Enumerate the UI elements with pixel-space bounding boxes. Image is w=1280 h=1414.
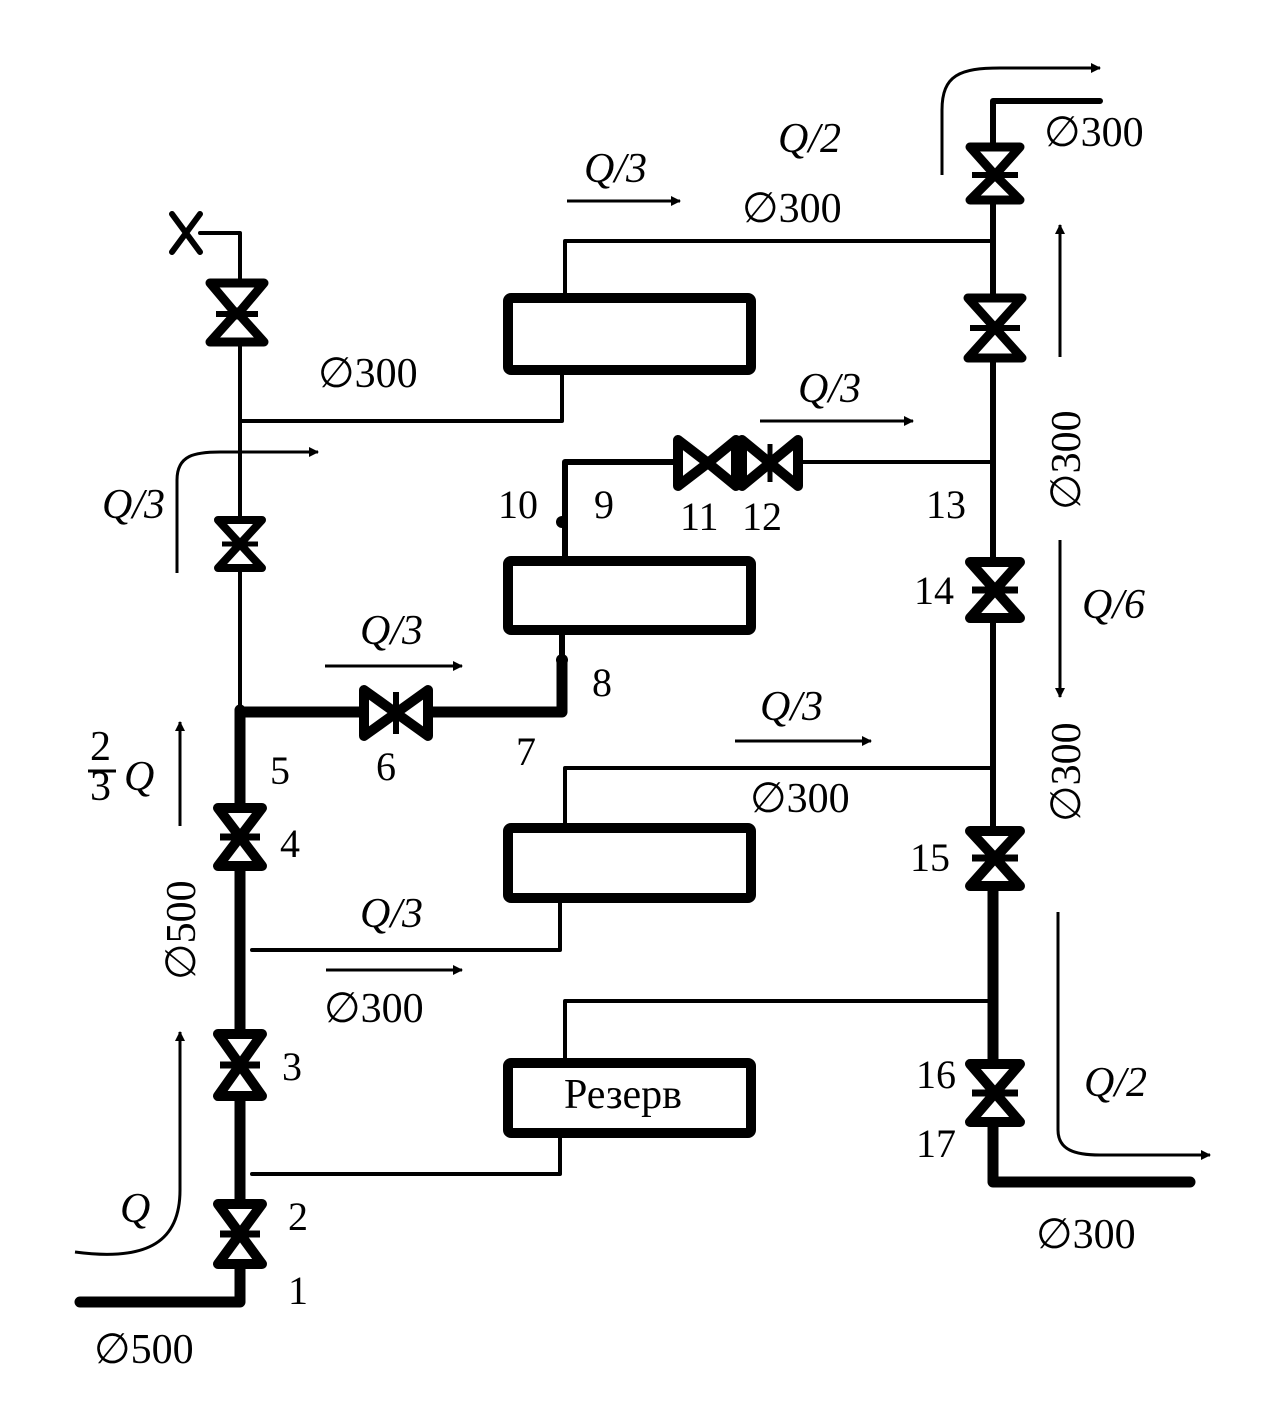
num-1: 1 (288, 1268, 308, 1313)
num-11: 11 (680, 494, 719, 539)
junction-8 (556, 654, 568, 666)
flow-bottom-half: Q/2 (1084, 1060, 1147, 1106)
valve-12 (737, 435, 803, 491)
dia-right-lower: ∅300 (1044, 722, 1090, 822)
flow-valve6-third: Q/3 (360, 608, 423, 654)
dia-top-left: ∅300 (318, 351, 418, 397)
flow-valve11-third: Q/3 (798, 366, 861, 412)
vessels: Резерв (503, 293, 756, 1138)
vessel-2 (503, 556, 756, 635)
dia-bottom-outlet: ∅300 (1036, 1212, 1136, 1258)
flow-top-third: Q/3 (584, 146, 647, 192)
vessel-1 (503, 293, 756, 375)
dia-top: ∅300 (742, 186, 842, 232)
pipe-network (74, 98, 1196, 1308)
valve-14 (965, 557, 1025, 623)
valve-16 (965, 1059, 1025, 1127)
num-13: 13 (926, 482, 966, 527)
flow-left-third: Q/3 (102, 482, 165, 528)
dia-main: ∅500 (159, 880, 205, 980)
flow-sixth: Q/6 (1082, 582, 1145, 628)
lower-left-branch (250, 898, 562, 952)
inlet-pipe (74, 1262, 246, 1308)
valve-6 (359, 685, 433, 741)
dia-mid: ∅300 (750, 776, 850, 822)
left-upper-valve (214, 516, 266, 572)
mid-right-branch (563, 766, 995, 828)
num-10: 10 (498, 482, 538, 527)
num-15: 15 (910, 835, 950, 880)
vent-pipe (198, 231, 242, 282)
junction-10 (556, 516, 568, 528)
reserve-left-branch (250, 1132, 562, 1176)
valve-2 (213, 1199, 267, 1269)
flow-two-thirds-num: 2 (90, 724, 111, 770)
flow-labels: Q 2 3 Q Q/3 Q/3 Q/2 Q/3 Q/3 Q/3 Q/3 Q/6 … (88, 116, 1147, 1232)
diameter-labels: ∅500 ∅500 ∅300 ∅300 ∅300 ∅300 ∅300 ∅300 … (94, 110, 1144, 1373)
bottom-outlet-arrow (1056, 912, 1211, 1160)
right-top-valve (965, 142, 1025, 205)
flow-top-half: Q/2 (778, 116, 841, 162)
reserve-label: Резерв (564, 1072, 682, 1118)
inlet-flow-arrow (74, 1031, 185, 1256)
flow-inlet: Q (120, 1186, 150, 1232)
left-third-arrow (175, 447, 319, 573)
reserve-right-branch (563, 999, 995, 1064)
flow-arrows (74, 63, 1211, 1256)
num-12: 12 (742, 494, 782, 539)
num-6: 6 (376, 744, 396, 789)
num-14: 14 (914, 568, 954, 613)
vessel2-top-stub (562, 459, 679, 563)
valve-3 (213, 1029, 267, 1101)
dia-top-outlet: ∅300 (1044, 110, 1144, 156)
num-2: 2 (288, 1194, 308, 1239)
num-17: 17 (916, 1121, 956, 1166)
valve-11 (673, 435, 741, 491)
valve-15 (965, 826, 1025, 891)
right-upper-valve (963, 293, 1027, 363)
top-right-branch (563, 239, 995, 299)
vessel-3 (503, 823, 756, 903)
valve6-pipe-2 (424, 654, 568, 718)
top-outlet-pipe (990, 98, 1103, 150)
dia-lower-left: ∅300 (324, 986, 424, 1032)
dia-inlet: ∅500 (94, 1327, 194, 1373)
dia-right-upper: ∅300 (1044, 410, 1090, 510)
num-9: 9 (594, 482, 614, 527)
num-3: 3 (282, 1044, 302, 1089)
flow-lower-third: Q/3 (360, 891, 423, 937)
top-left-branch (238, 368, 564, 423)
num-8: 8 (592, 660, 612, 705)
valve-4 (213, 803, 267, 871)
vent-valve (205, 278, 269, 347)
num-5: 5 (270, 748, 290, 793)
num-16: 16 (916, 1052, 956, 1097)
flow-mid-third: Q/3 (760, 684, 823, 730)
top-outlet-arrow (940, 63, 1101, 175)
vessel-reserve (503, 1058, 756, 1138)
valve-numbers: 1 2 3 4 5 6 7 8 9 10 11 12 13 14 15 16 1… (270, 482, 966, 1313)
right-col-5 (987, 1118, 1196, 1188)
flow-two-thirds-q: Q (124, 754, 154, 800)
num-7: 7 (516, 729, 536, 774)
flow-two-thirds-den: 3 (90, 764, 111, 810)
num-4: 4 (280, 821, 300, 866)
valves (205, 142, 1027, 1269)
vent-cross (169, 211, 203, 255)
